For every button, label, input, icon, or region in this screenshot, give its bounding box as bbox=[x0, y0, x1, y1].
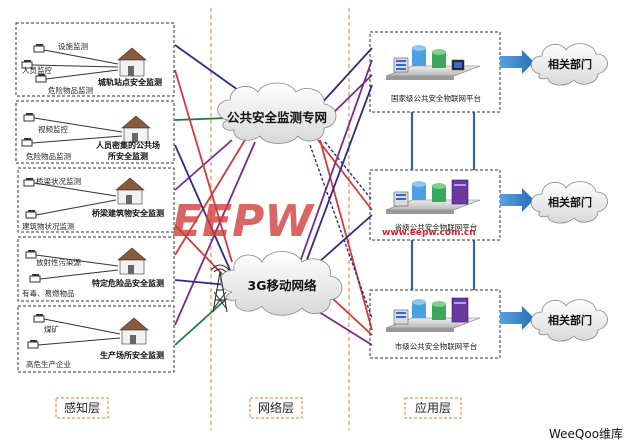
database-icon bbox=[432, 301, 446, 320]
database-icon bbox=[412, 45, 426, 66]
city-platform: 市级公共安全物联网平台 bbox=[369, 289, 501, 359]
svg-text:感知层: 感知层 bbox=[64, 400, 100, 415]
group-main-title: 特定危险品安全监测 bbox=[92, 278, 164, 288]
sensor-device-icon bbox=[21, 138, 33, 147]
layer-dividers bbox=[210, 8, 350, 430]
provincial-platform: 省级公共安全物联网平台 bbox=[369, 169, 501, 241]
group-main-title: 桥梁建筑物安全监测 bbox=[92, 208, 164, 218]
group-main-title: 人员密集的公共场 bbox=[96, 140, 160, 150]
department-cloud-1: 相关部门 bbox=[530, 43, 608, 86]
department-cloud-2: 相关部门 bbox=[530, 181, 608, 224]
sensing-group-3: 桥梁状况监测 建筑物状况监测 桥梁建筑物安全监测 bbox=[17, 167, 175, 233]
building-icon bbox=[117, 47, 147, 77]
svg-text:网络层: 网络层 bbox=[258, 400, 294, 415]
database-icon bbox=[412, 299, 426, 318]
server-tower-icon bbox=[451, 297, 469, 323]
group-label: 危险物品监测 bbox=[26, 151, 71, 161]
platform-label: 市级公共安全物联网平台 bbox=[395, 341, 478, 351]
department-arrows bbox=[500, 50, 534, 330]
database-icon bbox=[432, 49, 446, 68]
building-icon bbox=[115, 177, 145, 205]
group-main-title: 生产场所安全监测 bbox=[100, 350, 164, 360]
sensing-group-5: 煤矿 高危生产企业 生产场所安全监测 bbox=[17, 305, 175, 373]
layer-label-application: 应用层 bbox=[404, 397, 462, 419]
server-rack-icon bbox=[393, 309, 409, 325]
group-label: 桥梁状况监测 bbox=[36, 176, 81, 186]
sensing-group-1: 设施监测 人员监控 危险物品监测 城轨站点安全监测 bbox=[15, 22, 175, 97]
cloud-label: 3G移动网络 bbox=[248, 278, 317, 293]
svg-text:www.eepw.com.cn: www.eepw.com.cn bbox=[382, 228, 476, 238]
national-platform: 国家级公共安全物联网平台 bbox=[369, 31, 501, 113]
group-label: 视频监控 bbox=[38, 124, 68, 134]
group-label: 高危生产企业 bbox=[26, 359, 71, 369]
weeqoo-watermark: WeeQoo维库 bbox=[549, 426, 623, 441]
sensor-device-icon bbox=[29, 274, 41, 283]
public-safety-network-cloud: 公共安全监测专网 bbox=[217, 82, 337, 144]
sensor-device-icon bbox=[23, 113, 35, 122]
group-label: 煤矿 bbox=[44, 324, 59, 334]
sensor-device-icon bbox=[27, 340, 39, 349]
department-label: 相关部门 bbox=[548, 313, 592, 327]
building-icon bbox=[121, 115, 151, 143]
sensor-device-icon bbox=[33, 314, 45, 323]
sensor-device-icon bbox=[25, 210, 37, 219]
department-cloud-3: 相关部门 bbox=[530, 299, 608, 342]
department-label: 相关部门 bbox=[548, 195, 592, 209]
building-icon bbox=[117, 247, 147, 275]
department-label: 相关部门 bbox=[548, 57, 592, 71]
computer-icon bbox=[451, 59, 465, 71]
group-label: 有毒、易燃物品 bbox=[22, 288, 75, 298]
layer-label-network: 网络层 bbox=[249, 397, 303, 419]
group-label: 设施监测 bbox=[58, 41, 88, 51]
sensor-device-icon bbox=[33, 44, 45, 53]
database-icon bbox=[412, 181, 426, 200]
server-rack-icon bbox=[393, 57, 409, 73]
platform-label: 国家级公共安全物联网平台 bbox=[391, 93, 481, 103]
svg-text:应用层: 应用层 bbox=[415, 400, 451, 415]
sensing-group-4: 放射性污染源 有毒、易燃物品 特定危险品安全监测 bbox=[17, 236, 175, 302]
group-label: 建筑物状况监测 bbox=[22, 221, 75, 231]
server-rack-icon bbox=[393, 191, 409, 207]
svg-text:EEPW: EEPW bbox=[172, 196, 315, 247]
platform-label: 省级公共安全物联网平台 bbox=[395, 222, 478, 232]
group-label: 放射性污染源 bbox=[36, 257, 81, 267]
mobile-3g-network-cloud: 3G移动网络 bbox=[219, 251, 343, 316]
dashed-connections bbox=[309, 141, 373, 319]
sensing-group-2: 视频监控 危险物品监测 人员密集的公共场 所安全监测 bbox=[15, 100, 175, 164]
platform-links bbox=[410, 112, 476, 290]
eepw-watermark: EEPW www.eepw.com.cn bbox=[172, 196, 476, 247]
connection-lines bbox=[174, 44, 373, 346]
sensor-device-icon bbox=[25, 250, 37, 259]
group-main-title: 城轨站点安全监测 bbox=[98, 77, 162, 87]
layer-label-sensing: 感知层 bbox=[55, 397, 109, 419]
cloud-label: 公共安全监测专网 bbox=[227, 110, 327, 125]
group-label: 人员监控 bbox=[22, 65, 52, 75]
group-main-title: 所安全监测 bbox=[107, 151, 148, 161]
radio-tower-icon bbox=[210, 264, 230, 313]
building-icon bbox=[119, 317, 149, 345]
database-icon bbox=[432, 183, 446, 202]
server-tower-icon bbox=[451, 179, 469, 205]
group-label: 危险物品监测 bbox=[48, 85, 93, 95]
svg-text:WeeQoo维库: WeeQoo维库 bbox=[549, 426, 623, 441]
sensor-device-icon bbox=[23, 178, 35, 187]
sensor-device-icon bbox=[35, 74, 47, 83]
